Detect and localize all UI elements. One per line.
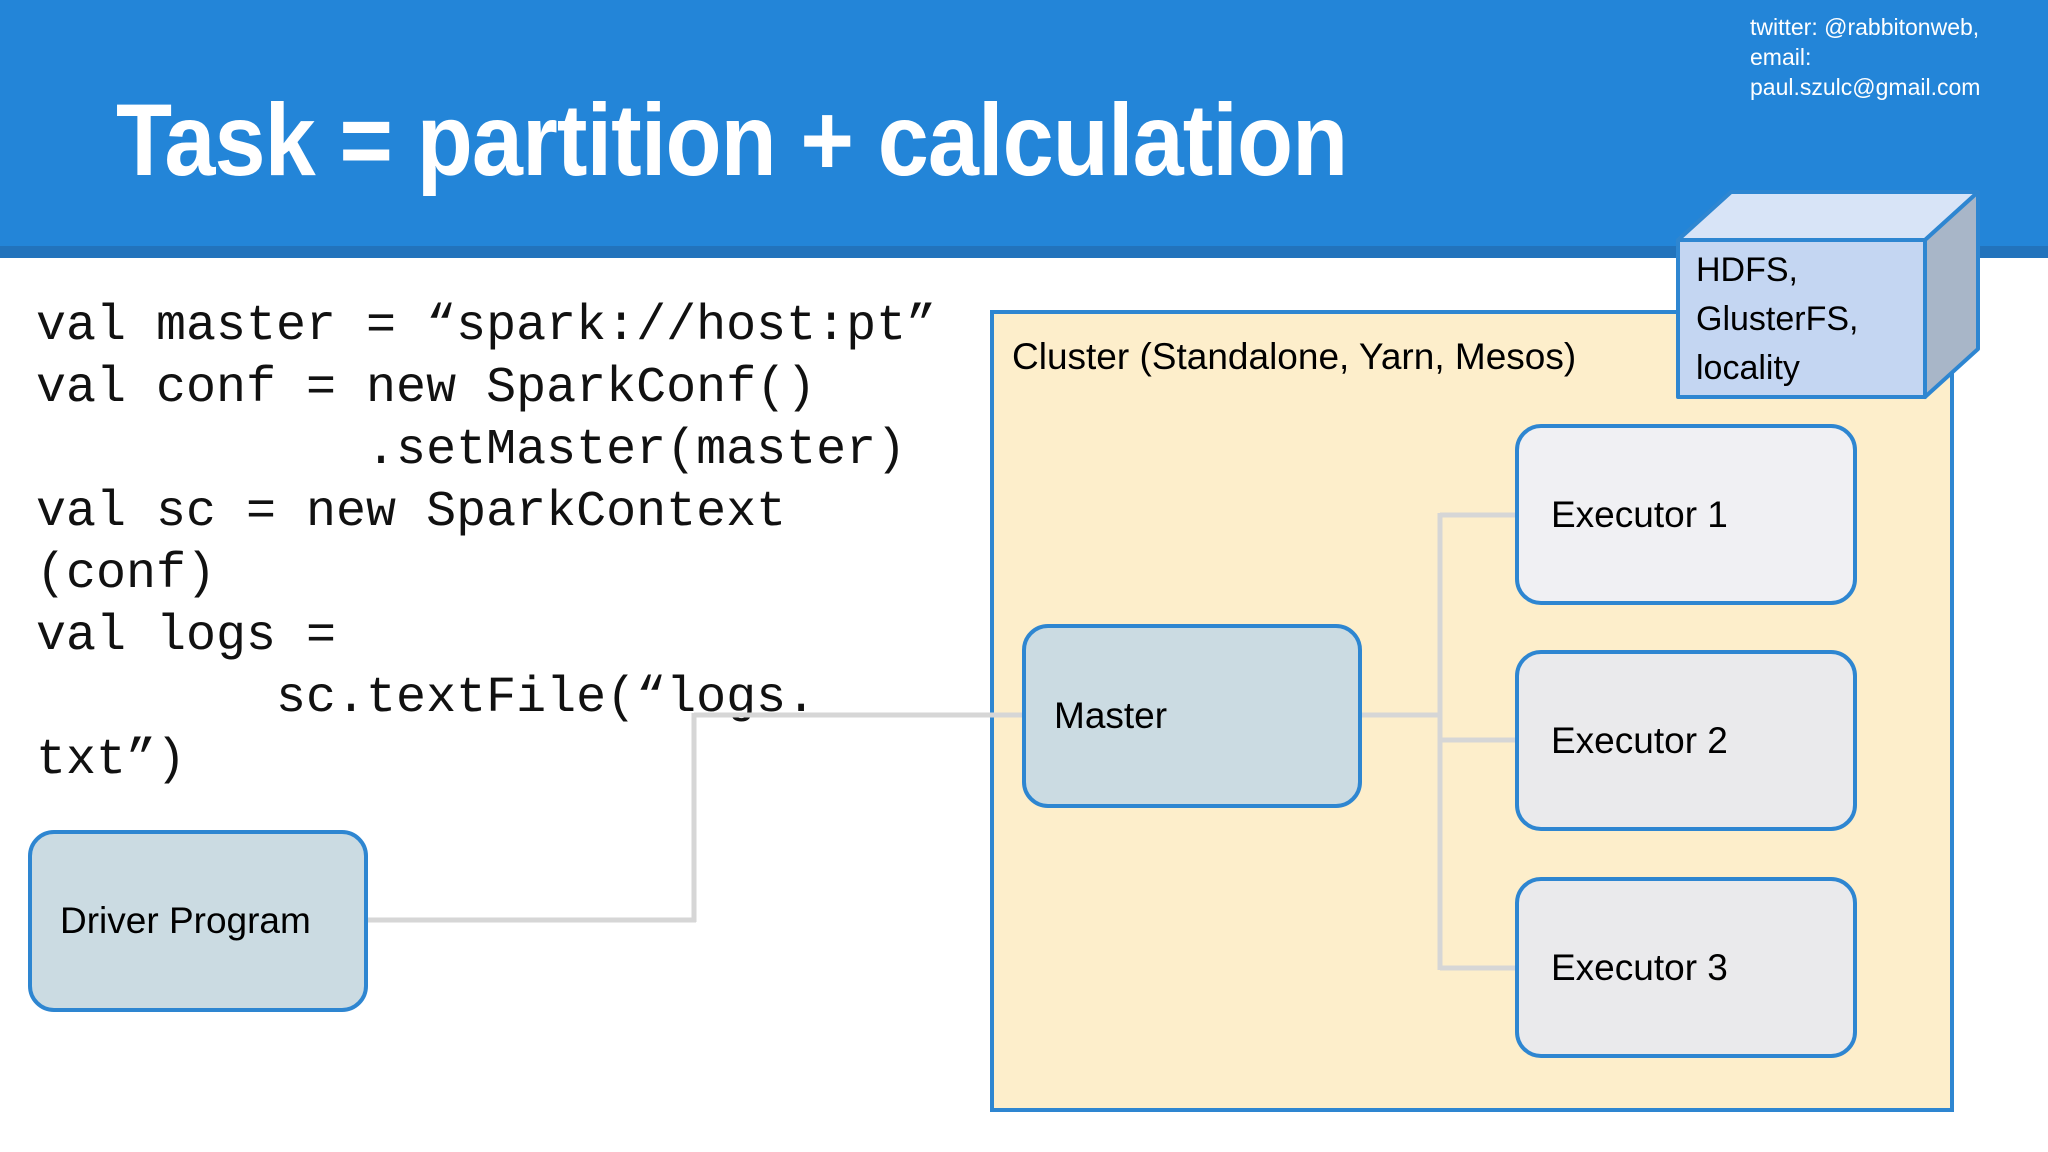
driver-to-master-connector <box>368 512 1519 971</box>
storage-label: HDFS, GlusterFS, locality <box>1696 251 1859 387</box>
page-title: Task = partition + calculation <box>116 83 1348 197</box>
header-accent-strip <box>0 246 2048 258</box>
master-label: Master <box>1054 695 1168 736</box>
header-bar <box>0 0 2048 246</box>
executor-2-label: Executor 2 <box>1551 719 1728 761</box>
contact-info: twitter: @rabbitonweb, email: paul.szulc… <box>1750 12 2048 102</box>
driver-program-label: Driver Program <box>60 900 311 941</box>
email-address: email: paul.szulc@gmail.com <box>1750 44 1981 100</box>
executor-1-box: Executor 1 <box>1515 424 1857 605</box>
executor-1-label: Executor 1 <box>1551 493 1728 535</box>
cube-front-face <box>1676 238 1927 399</box>
code-block: val master = “spark://host:pt” val conf … <box>36 298 937 789</box>
twitter-handle: twitter: @rabbitonweb, <box>1750 14 1980 40</box>
driver-program-box: Driver Program <box>28 830 368 1012</box>
executor-2-box: Executor 2 <box>1515 650 1857 831</box>
cluster-label: Cluster (Standalone, Yarn, Mesos) <box>1012 336 1577 377</box>
executor-3-label: Executor 3 <box>1551 946 1728 988</box>
master-box: Master <box>1022 624 1362 808</box>
executor-3-box: Executor 3 <box>1515 877 1857 1058</box>
storage-cube <box>1676 190 1980 399</box>
